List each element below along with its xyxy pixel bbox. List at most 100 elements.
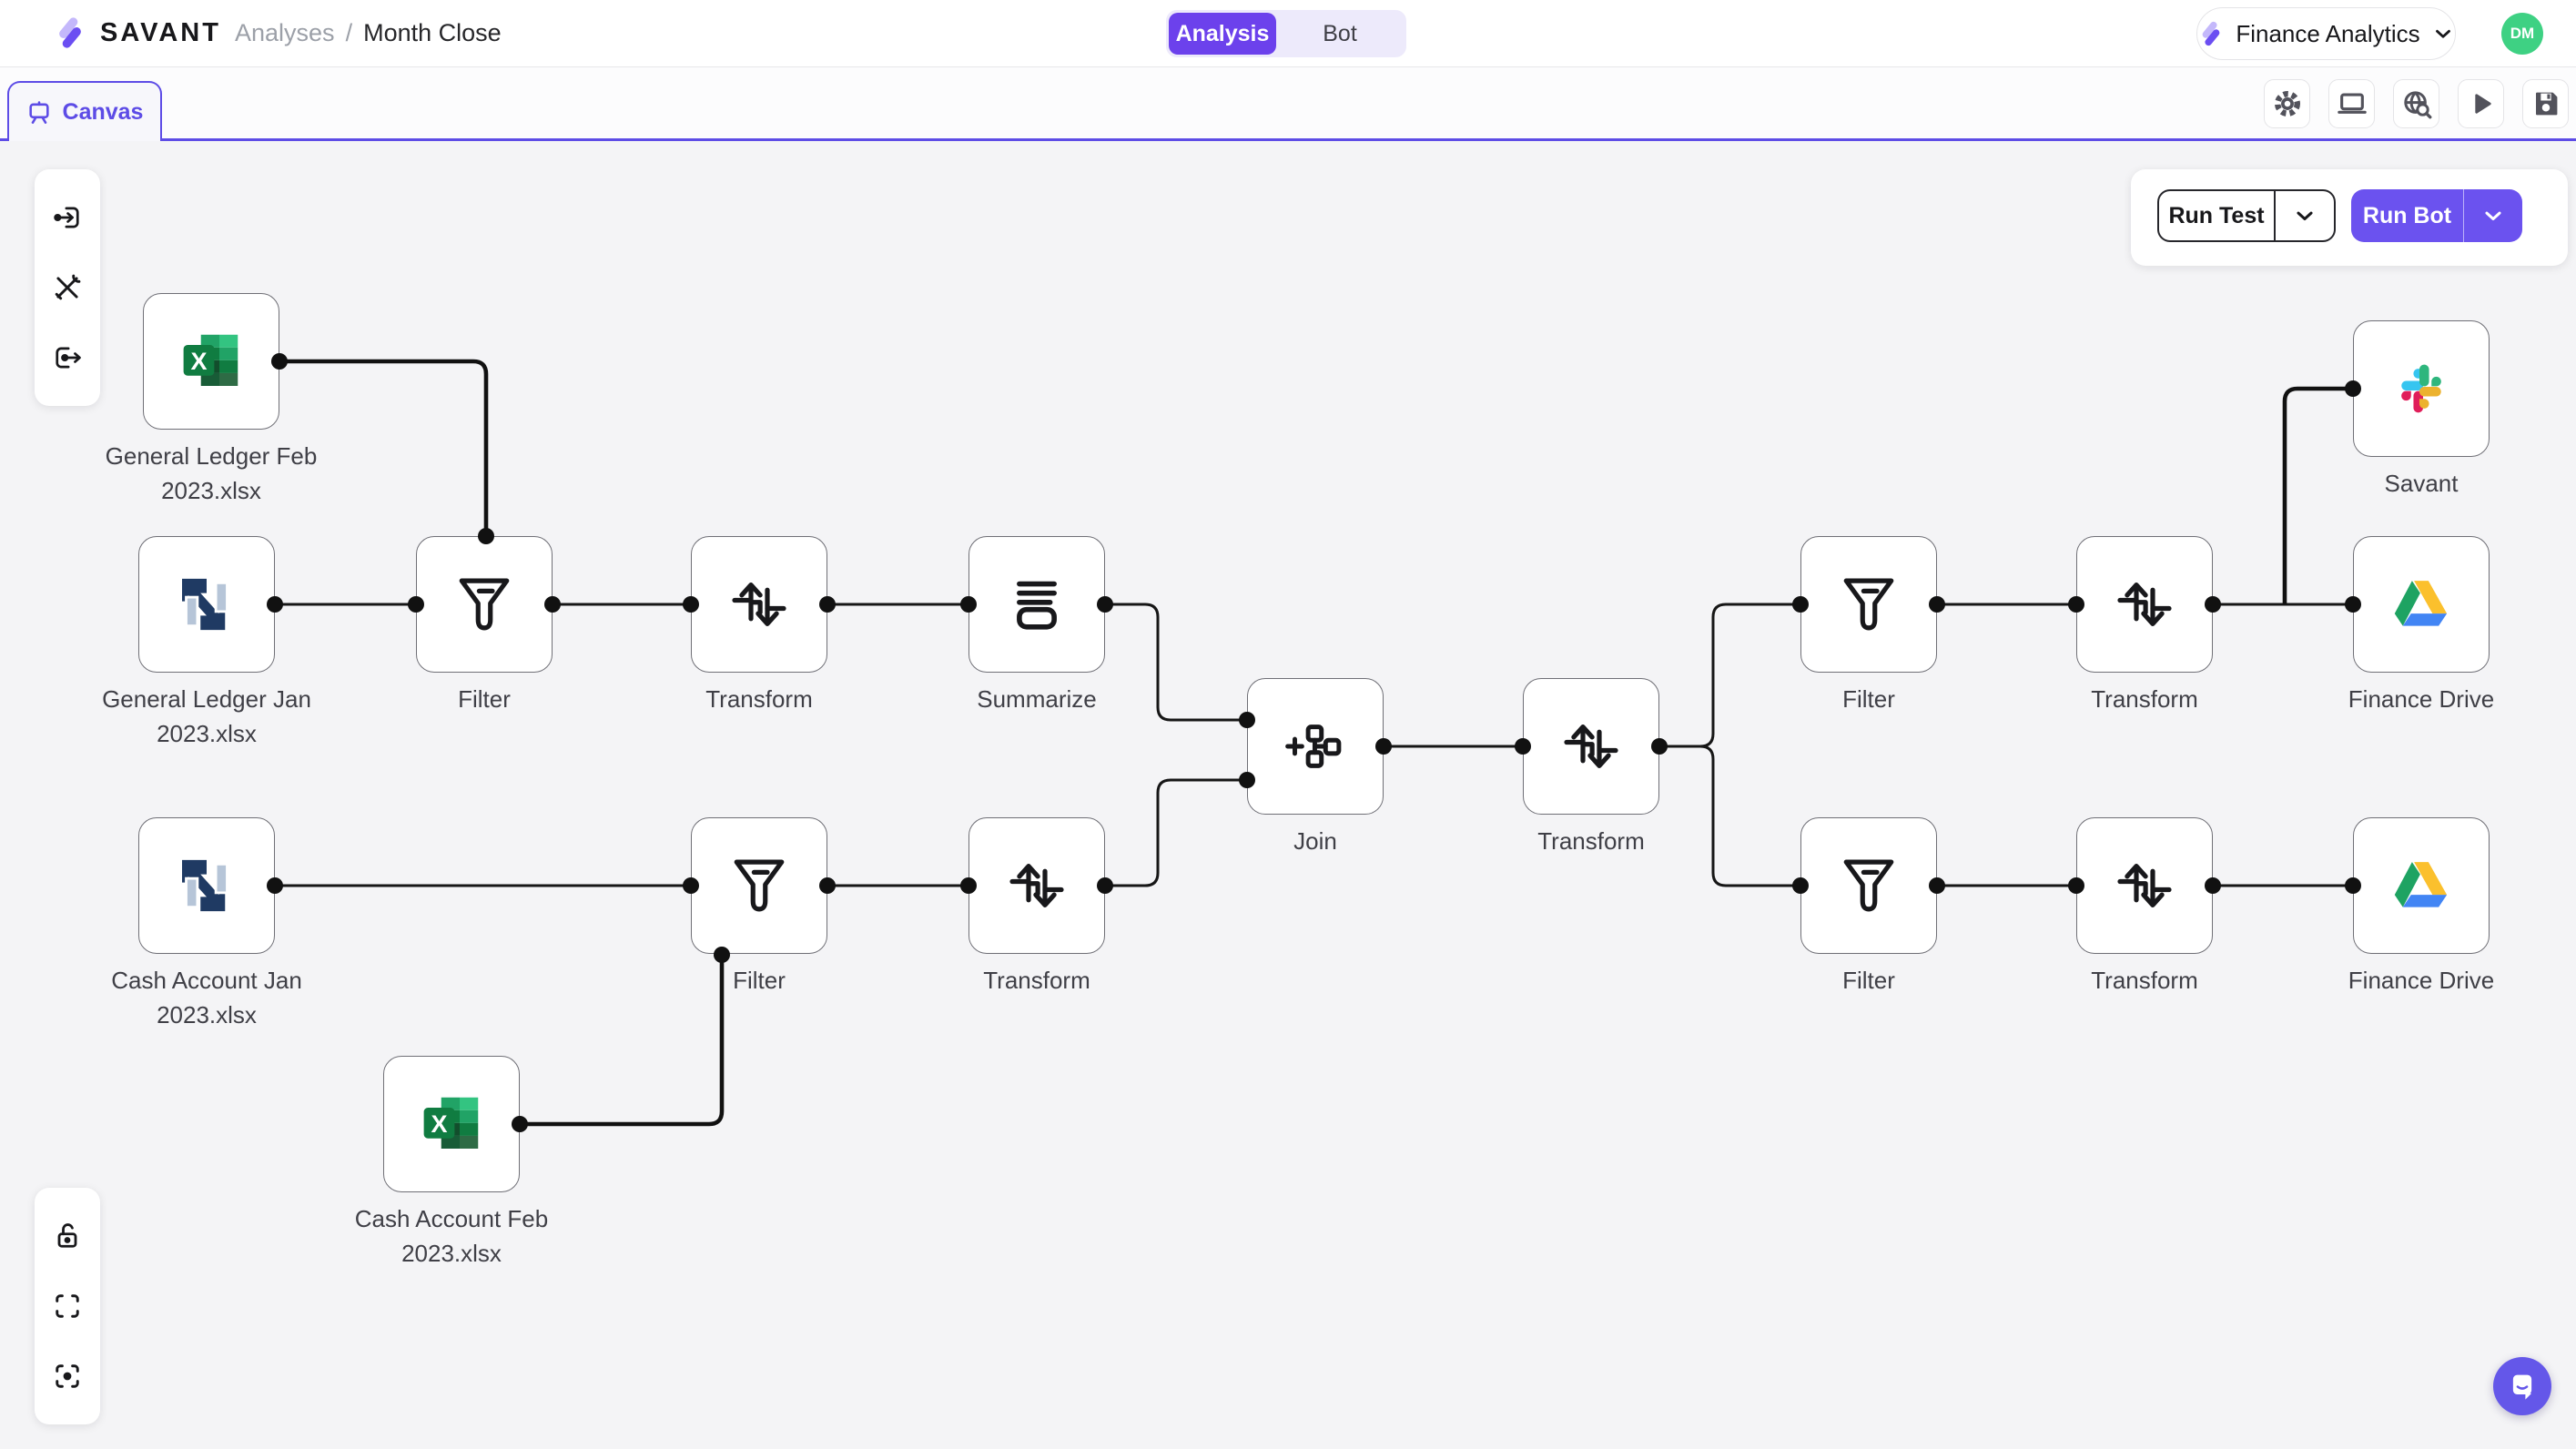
focus-center-button[interactable] — [47, 1356, 87, 1396]
run-bot-split-button: Run Bot — [2351, 189, 2522, 242]
node-excel-gl-feb[interactable] — [143, 293, 279, 430]
node-gdrive-top[interactable] — [2353, 536, 2490, 673]
tab-canvas-label: Canvas — [62, 98, 144, 125]
avatar[interactable]: DM — [2501, 13, 2543, 55]
tab-canvas[interactable]: Canvas — [7, 81, 162, 141]
slack-icon — [2388, 356, 2454, 421]
node-netsuite-cash-jan[interactable] — [138, 817, 275, 954]
run-controls-card: Run Test Run Bot — [2131, 169, 2568, 266]
web-search-button[interactable] — [2393, 79, 2439, 128]
node-transform-center[interactable] — [1523, 678, 1659, 815]
app-header: SAVANT Analyses / Month Close Analysis B… — [0, 0, 2576, 67]
savant-bolt-icon — [53, 15, 87, 50]
toggle-analysis[interactable]: Analysis — [1169, 13, 1276, 55]
node-label: Cash Account Feb 2023.xlsx — [354, 1205, 549, 1267]
breadcrumb: Analyses / Month Close — [235, 19, 502, 47]
run-test-button[interactable]: Run Test — [2159, 191, 2276, 240]
run-test-split-button: Run Test — [2157, 189, 2336, 242]
save-button[interactable] — [2522, 79, 2569, 128]
netsuite-icon — [174, 572, 239, 637]
node-filter-top-left[interactable] — [416, 536, 553, 673]
focus-center-icon — [51, 1360, 84, 1393]
breadcrumb-page: Month Close — [363, 19, 502, 46]
filter-icon — [1836, 853, 1902, 918]
workflow-canvas[interactable]: General Ledger Feb 2023.xlsx General Led… — [0, 141, 2576, 1449]
node-label: Transform — [983, 967, 1090, 994]
node-label: Transform — [2091, 685, 2198, 713]
palette-output-button[interactable] — [47, 338, 87, 378]
workspace-label: Finance Analytics — [2236, 19, 2420, 47]
chat-launcher[interactable] — [2493, 1357, 2551, 1415]
avatar-initials: DM — [2510, 25, 2535, 42]
tab-bar: Canvas — [0, 67, 2576, 141]
node-summarize[interactable] — [969, 536, 1105, 673]
toggle-bot[interactable]: Bot — [1323, 20, 1357, 46]
node-filter-bottom-right[interactable] — [1800, 817, 1937, 954]
chevron-down-icon — [2431, 22, 2455, 46]
run-test-dropdown[interactable] — [2276, 191, 2334, 240]
unlock-button[interactable] — [47, 1216, 87, 1256]
summarize-icon — [1004, 572, 1070, 637]
run-bot-button[interactable]: Run Bot — [2351, 189, 2464, 242]
node-transform-top-left[interactable] — [691, 536, 827, 673]
node-slack-savant[interactable] — [2353, 320, 2490, 457]
node-transform-bottom-right[interactable] — [2076, 817, 2213, 954]
node-transform-bottom-left[interactable] — [969, 817, 1105, 954]
edge — [1699, 745, 1800, 887]
google-drive-icon — [2388, 572, 2454, 637]
logo-text: SAVANT — [100, 17, 221, 47]
play-button[interactable] — [2458, 79, 2504, 128]
node-label: Finance Drive — [2348, 685, 2495, 713]
fit-view-button[interactable] — [47, 1286, 87, 1326]
filter-icon — [1836, 572, 1902, 637]
node-label: Cash Account Jan 2023.xlsx — [111, 967, 302, 1028]
workspace-selector[interactable]: Finance Analytics — [2196, 7, 2456, 60]
node-netsuite-gl-jan[interactable] — [138, 536, 275, 673]
node-filter-bottom-left[interactable] — [691, 817, 827, 954]
node-label: Filter — [1842, 967, 1895, 994]
palette-input-button[interactable] — [47, 198, 87, 238]
node-label: Join — [1293, 827, 1337, 855]
mode-toggle: Analysis Bot — [1166, 10, 1406, 57]
palette-tools-button[interactable] — [47, 268, 87, 308]
node-label: Filter — [733, 967, 786, 994]
node-filter-top-right[interactable] — [1800, 536, 1937, 673]
node-join[interactable] — [1247, 678, 1384, 815]
laptop-icon — [2337, 88, 2368, 119]
node-label: General Ledger Feb 2023.xlsx — [105, 442, 318, 504]
output-destination-icon — [51, 341, 84, 374]
node-label: Transform — [1537, 827, 1645, 855]
save-icon — [2530, 88, 2561, 119]
node-label: General Ledger Jan 2023.xlsx — [102, 685, 311, 747]
run-bot-dropdown[interactable] — [2464, 189, 2522, 242]
savant-logo[interactable]: SAVANT — [53, 15, 221, 50]
canvas-controls — [35, 1188, 100, 1424]
web-search-icon — [2401, 88, 2432, 119]
transform-icon — [2112, 572, 2177, 637]
excel-icon — [178, 329, 244, 394]
tools-icon — [51, 271, 84, 304]
node-excel-cash-feb[interactable] — [383, 1056, 520, 1192]
chevron-down-icon — [2292, 203, 2317, 228]
node-transform-top-right[interactable] — [2076, 536, 2213, 673]
filter-icon — [451, 572, 517, 637]
excel-icon — [419, 1091, 484, 1157]
settings-button[interactable] — [2264, 79, 2310, 128]
node-label: Summarize — [977, 685, 1097, 713]
fit-view-icon — [51, 1290, 84, 1322]
node-label: Transform — [2091, 967, 2198, 994]
node-label: Finance Drive — [2348, 967, 2495, 994]
savant-bolt-icon — [2197, 20, 2225, 47]
filter-icon — [726, 853, 792, 918]
node-gdrive-bottom[interactable] — [2353, 817, 2490, 954]
google-drive-icon — [2388, 853, 2454, 918]
breadcrumb-separator: / — [345, 19, 353, 46]
chevron-down-icon — [2480, 203, 2506, 228]
edge — [1659, 603, 1800, 748]
breadcrumb-section[interactable]: Analyses — [235, 19, 335, 46]
input-source-icon — [51, 201, 84, 234]
monitor-button[interactable] — [2328, 79, 2375, 128]
settings-gear-icon — [2272, 88, 2303, 119]
join-icon — [1283, 714, 1348, 779]
transform-icon — [1558, 714, 1624, 779]
